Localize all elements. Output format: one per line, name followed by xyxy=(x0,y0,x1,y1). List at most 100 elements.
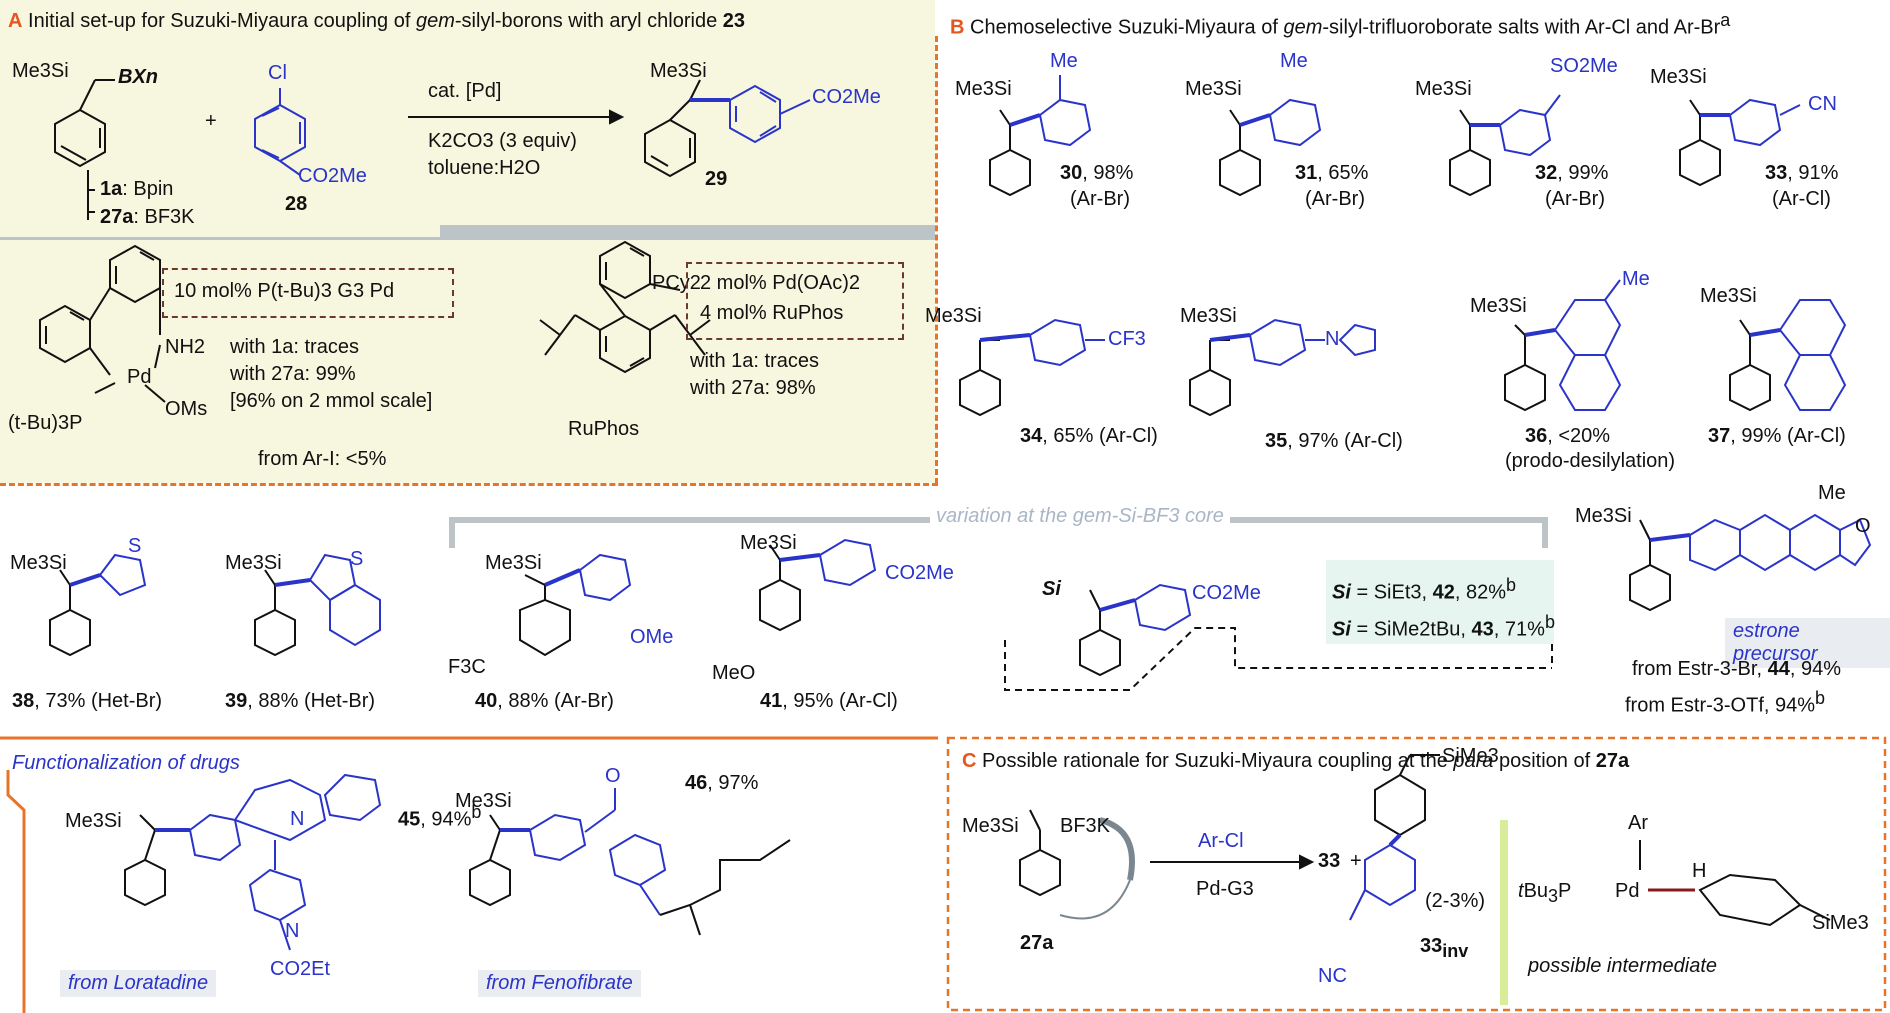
intermediate-pd: Pd xyxy=(1615,880,1640,902)
compound-37-sime3: Me3Si xyxy=(1700,285,1757,307)
compound-36-caption: 36, <20% xyxy=(1525,425,1611,447)
compound-38-s: S xyxy=(128,535,142,557)
compound-40-f3c: F3C xyxy=(448,656,486,678)
panel-a-title: A Initial set-up for Suzuki-Miyaura coup… xyxy=(8,10,745,33)
panel-b-letter: B xyxy=(950,16,965,39)
pd-label: Pd xyxy=(127,366,152,388)
panel-c-nc: NC xyxy=(1318,965,1347,987)
drugs-title: Functionalization of drugs xyxy=(12,752,240,774)
catalyst-box-2-line1: 2 mol% Pd(OAc)2 xyxy=(700,272,861,294)
compound-33-source: (Ar-Cl) xyxy=(1772,188,1831,210)
reactant-1a-structure xyxy=(54,79,115,220)
panel-a-background xyxy=(0,0,935,483)
compound-35-aryl xyxy=(1209,318,1376,367)
panel-c-title: C Possible rationale for Suzuki-Miyaura … xyxy=(962,750,1630,772)
panel-a-letter: A xyxy=(8,10,23,32)
compound-45-n: N xyxy=(290,808,305,830)
compound-41-co2me: CO2Me xyxy=(885,562,954,584)
intermediate-tbu3p: tBu3P xyxy=(1518,880,1572,906)
tbu3p-label: (t-Bu)3P xyxy=(8,412,83,434)
ruphos-structure xyxy=(539,240,711,374)
panel-c-yield: (2-3%) xyxy=(1425,890,1486,912)
panel-c-sime3: Me3Si xyxy=(962,815,1019,837)
estrone-sime3: Me3Si xyxy=(1575,505,1632,527)
compound-45-co2et: CO2Et xyxy=(270,958,331,980)
compound-35-caption: 35, 97% (Ar-Cl) xyxy=(1265,430,1403,452)
catalyst-box-1 xyxy=(162,268,454,318)
compound-41-meo: MeO xyxy=(712,662,756,684)
compound-37-caption: 37, 99% (Ar-Cl) xyxy=(1708,425,1846,447)
compound-36-structure xyxy=(1504,324,1546,412)
panel-c-reactant-structure xyxy=(1019,809,1135,920)
variation-title: variation at the gem-Si-BF3 core xyxy=(930,505,1230,528)
divider-bar xyxy=(440,225,935,237)
compound-39-sime3: Me3Si xyxy=(225,552,282,574)
estrone-skeleton xyxy=(1649,513,1872,572)
estrone-label: estrone precursor xyxy=(1725,618,1890,668)
compound-45-n2: N xyxy=(285,920,300,942)
option-1a: 1a: Bpin xyxy=(100,178,174,200)
panel-c-33inv: 33inv xyxy=(1420,935,1469,961)
compound-34-caption: 34, 65% (Ar-Cl) xyxy=(1020,425,1158,447)
compound-31-source: (Ar-Br) xyxy=(1305,188,1365,210)
nh2-label: NH2 xyxy=(165,336,206,358)
panel-c-33: 33 xyxy=(1318,850,1341,872)
variation-line-43: Si = SiMe2tBu, 43, 71%b xyxy=(1332,612,1555,641)
compound-40-aryl xyxy=(544,553,632,602)
compound-32-so2me: SO2Me xyxy=(1550,55,1618,77)
panel-c-bf3k: BF3K xyxy=(1060,815,1111,837)
compound-32-structure xyxy=(1449,109,1491,197)
compound-45-sime3: Me3Si xyxy=(65,810,122,832)
panel-c-box xyxy=(946,736,1887,1012)
intermediate-h: H xyxy=(1692,860,1707,882)
compound-46-o: O xyxy=(605,765,621,787)
panel-c-arrow xyxy=(1150,854,1315,870)
compound-35-n: N xyxy=(1325,328,1340,350)
compound-31-sime3: Me3Si xyxy=(1185,78,1242,100)
result-ari: from Ar-I: <5% xyxy=(258,448,387,470)
compound-30-source: (Ar-Br) xyxy=(1070,188,1130,210)
compound-32-sime3: Me3Si xyxy=(1415,78,1472,100)
panel-c-plus: + xyxy=(1350,850,1362,872)
product-co2me-label: CO2Me xyxy=(812,86,881,108)
panel-a-title-num: 23 xyxy=(722,10,746,32)
panel-c-arcl: Ar-Cl xyxy=(1198,830,1244,852)
compound-39-caption: 39, 88% (Het-Br) xyxy=(225,690,376,712)
compound-33-sime3: Me3Si xyxy=(1650,66,1707,88)
variation-line-42: Si = SiEt3, 42, 82%b xyxy=(1332,575,1517,604)
compound-41-aryl xyxy=(779,538,877,587)
result-1-1a: with 1a: traces xyxy=(230,336,359,358)
product-29-structure xyxy=(644,79,701,178)
compound-40-structure xyxy=(519,574,571,657)
compound-36-quinoline xyxy=(1524,279,1622,411)
compound-46-skeleton xyxy=(500,788,667,916)
compound-39-benzothiophene xyxy=(274,553,381,647)
compound-34-aryl xyxy=(979,318,1105,367)
divider-thin xyxy=(0,237,935,240)
compound-38-caption: 38, 73% (Het-Br) xyxy=(12,690,163,712)
panel-a-title-italic: gem xyxy=(415,10,455,32)
estrone-structure xyxy=(1629,519,1671,612)
compound-46-sime3: Me3Si xyxy=(455,790,512,812)
compound-41-caption: 41, 95% (Ar-Cl) xyxy=(760,690,898,712)
compound-32-caption: 32, 99% xyxy=(1535,162,1609,184)
variation-results-box xyxy=(1326,560,1554,644)
compound-41-sime3: Me3Si xyxy=(740,532,797,554)
compound-40-sime3: Me3Si xyxy=(485,552,542,574)
compound-31-aryl xyxy=(1239,98,1322,147)
panel-a-title-text: Initial set-up for Suzuki-Miyaura coupli… xyxy=(28,10,416,32)
compound-36-sime3: Me3Si xyxy=(1470,295,1527,317)
panel-c-sime3-product: SiMe3 xyxy=(1442,745,1499,767)
condition-solvent: toluene:H2O xyxy=(428,157,541,179)
ruphos-label: RuPhos xyxy=(568,418,640,440)
co2me-label-28: CO2Me xyxy=(298,165,367,187)
compound-34-structure xyxy=(959,339,1001,417)
compound-46-ester xyxy=(659,839,791,936)
compound-33-structure xyxy=(1679,99,1721,187)
catalyst-box-1-text: 10 mol% P(t-Bu)3 G3 Pd xyxy=(174,280,395,302)
compound-46-caption: 46, 97% xyxy=(685,772,759,794)
compound-32-aryl xyxy=(1470,94,1561,157)
variation-si: Si xyxy=(1042,578,1061,600)
compound-33inv-aryl xyxy=(1349,833,1416,921)
compound-36-source: (prodo-desilylation) xyxy=(1505,450,1676,472)
